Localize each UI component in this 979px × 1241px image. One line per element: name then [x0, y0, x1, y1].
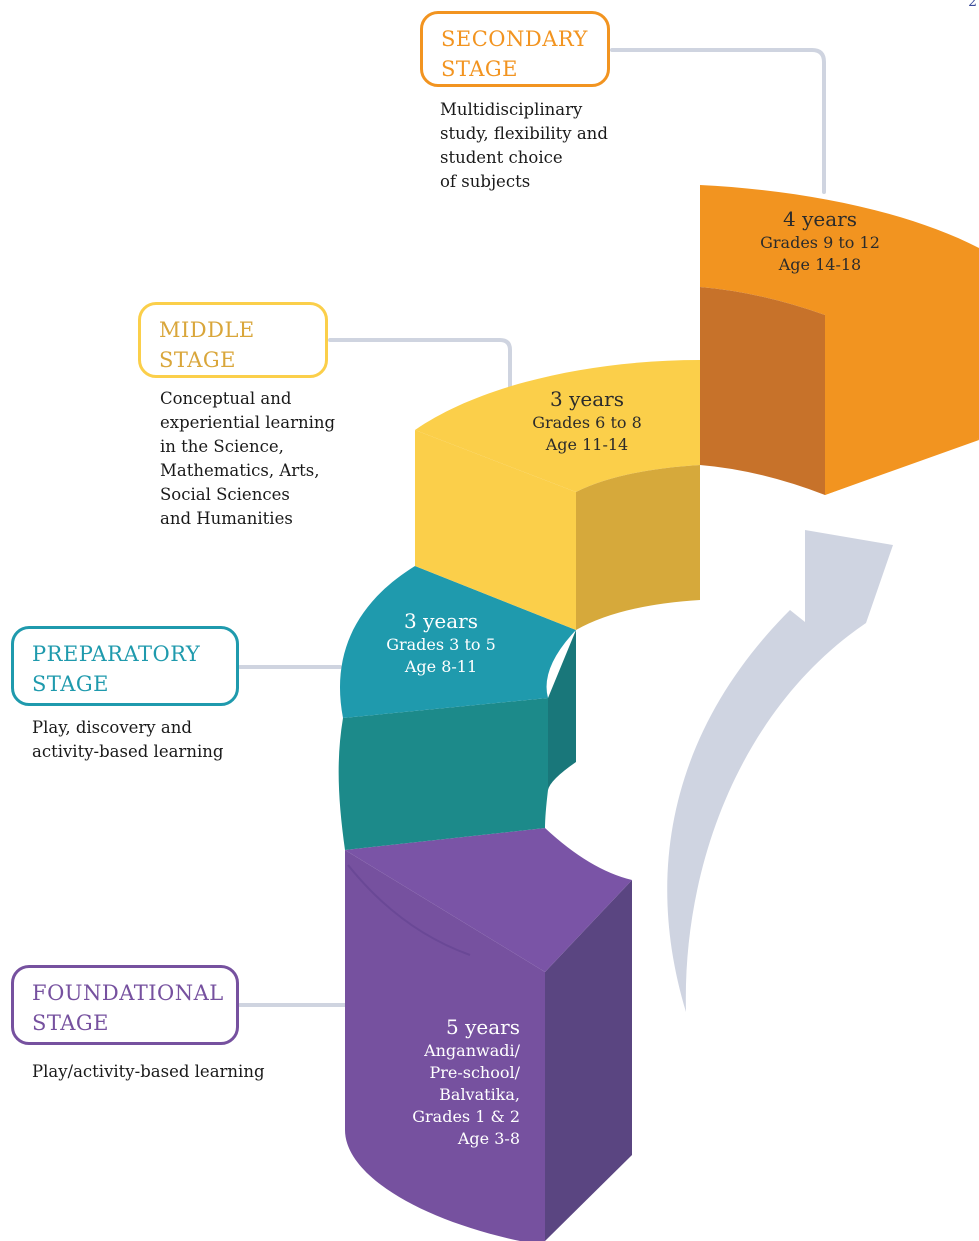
foundational-detail-line: Grades 1 & 2	[412, 1107, 520, 1126]
preparatory-stage-description: Play, discovery and activity-based learn…	[32, 716, 223, 764]
middle-stage-box: MIDDLE STAGE	[138, 302, 328, 378]
description-line: Play/activity-based learning	[32, 1062, 265, 1081]
middle-detail-line: Age 11-14	[545, 435, 629, 454]
foundational-block-label: 5 years Anganwadi/ Pre-school/ Balvatika…	[380, 1014, 520, 1150]
preparatory-detail-line: Grades 3 to 5	[386, 635, 496, 654]
middle-block-side	[576, 465, 700, 630]
foundational-stage-title-line-2: STAGE	[32, 1011, 110, 1035]
foundational-block-top	[345, 828, 632, 972]
foundational-block	[345, 828, 632, 1241]
foundational-stage-description: Play/activity-based learning	[32, 1060, 265, 1084]
foundational-detail-line: Anganwadi/	[424, 1041, 520, 1060]
description-line: and Humanities	[160, 509, 293, 528]
secondary-stage-title-line-1: SECONDARY	[441, 27, 588, 51]
description-line: study, flexibility and	[440, 124, 608, 143]
secondary-block	[700, 185, 979, 495]
description-line: Mathematics, Arts,	[160, 461, 320, 480]
middle-block-top	[415, 360, 700, 492]
foundational-block-front	[345, 850, 545, 1241]
description-line: student choice	[440, 148, 563, 167]
preparatory-stage-title-line-1: PREPARATORY	[32, 642, 201, 666]
preparatory-block	[338, 566, 576, 850]
foundational-block-curve	[347, 864, 471, 956]
description-line: of subjects	[440, 172, 531, 191]
description-line: in the Science,	[160, 437, 284, 456]
middle-detail-line: Grades 6 to 8	[532, 413, 642, 432]
foundational-detail-line: Age 3-8	[457, 1129, 520, 1148]
progress-arrow-icon	[667, 530, 893, 1012]
description-line: Multidisciplinary	[440, 100, 583, 119]
secondary-stage-box: SECONDARY STAGE	[420, 11, 610, 87]
preparatory-block-front	[338, 698, 548, 850]
foundational-detail-line: Balvatika,	[439, 1085, 520, 1104]
preparatory-duration: 3 years	[404, 609, 478, 633]
secondary-detail-line: Grades 9 to 12	[760, 233, 880, 252]
description-line: activity-based learning	[32, 742, 224, 761]
description-line: Social Sciences	[160, 485, 290, 504]
middle-block-front	[415, 430, 576, 630]
middle-duration: 3 years	[550, 387, 624, 411]
page-number: 2	[968, 0, 977, 10]
middle-connector-line	[328, 338, 512, 390]
preparatory-stage-title-line-2: STAGE	[32, 672, 110, 696]
preparatory-block-label: 3 years Grades 3 to 5 Age 8-11	[356, 608, 526, 678]
middle-block-label: 3 years Grades 6 to 8 Age 11-14	[502, 386, 672, 456]
middle-stage-title-line-2: STAGE	[159, 348, 237, 372]
foundational-stage-title-line-1: FOUNDATIONAL	[32, 981, 224, 1005]
middle-stage-title-line-1: MIDDLE	[159, 318, 255, 342]
foundational-duration: 5 years	[446, 1015, 520, 1039]
foundational-stage-box: FOUNDATIONAL STAGE	[11, 965, 239, 1045]
secondary-block-inner	[700, 287, 825, 495]
foundational-detail-line: Pre-school/	[429, 1063, 520, 1082]
middle-stage-description: Conceptual and experiential learning in …	[160, 387, 335, 531]
middle-block	[415, 360, 700, 630]
description-line: experiential learning	[160, 413, 336, 432]
foundational-block-side	[545, 880, 632, 1241]
preparatory-stage-box: PREPARATORY STAGE	[11, 626, 239, 706]
secondary-detail-line: Age 14-18	[778, 255, 862, 274]
secondary-stage-title-line-2: STAGE	[441, 57, 519, 81]
preparatory-detail-line: Age 8-11	[404, 657, 478, 676]
description-line: Play, discovery and	[32, 718, 192, 737]
secondary-block-label: 4 years Grades 9 to 12 Age 14-18	[735, 206, 905, 276]
secondary-duration: 4 years	[783, 207, 857, 231]
preparatory-block-side	[548, 630, 576, 790]
preparatory-block-top	[339, 566, 576, 718]
secondary-connector-line	[610, 48, 826, 194]
description-line: Conceptual and	[160, 389, 292, 408]
secondary-stage-description: Multidisciplinary study, flexibility and…	[440, 98, 608, 194]
